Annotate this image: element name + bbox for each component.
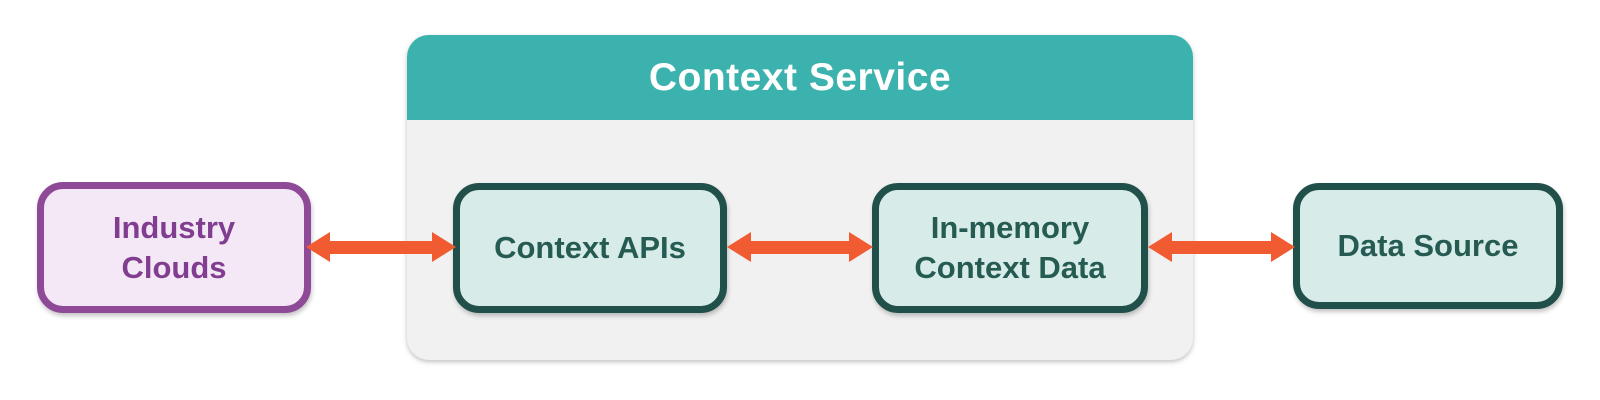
arrow-left-head-icon (727, 232, 751, 262)
arrow-left-head-icon (306, 232, 330, 262)
node-in-memory-context-data: In-memory Context Data (872, 183, 1148, 313)
bidirectional-arrow-context-apis-to-in-memory-context-data (727, 232, 873, 262)
arrow-right-head-icon (849, 232, 873, 262)
node-data-source: Data Source (1293, 183, 1563, 309)
data-source-label: Data Source (1337, 228, 1519, 263)
arrow-shaft (1172, 240, 1271, 254)
arrow-right-head-icon (1271, 232, 1295, 262)
node-industry-clouds: Industry Clouds (37, 182, 311, 313)
context-service-title: Context Service (648, 55, 952, 99)
context-apis-label: Context APIs (494, 230, 686, 265)
node-context-apis: Context APIs (453, 183, 727, 313)
arrow-left-head-icon (1148, 232, 1172, 262)
arrow-shaft (751, 240, 849, 254)
in-memory-context-data-label: In-memory Context Data (914, 210, 1106, 285)
arrow-right-head-icon (432, 232, 456, 262)
industry-clouds-label: Industry Clouds (112, 209, 236, 285)
bidirectional-arrow-in-memory-context-data-to-data-source (1148, 232, 1295, 262)
bidirectional-arrow-industry-clouds-to-context-apis (306, 232, 456, 262)
context-service-header: Context Service (407, 35, 1193, 120)
arrow-shaft (330, 240, 432, 254)
